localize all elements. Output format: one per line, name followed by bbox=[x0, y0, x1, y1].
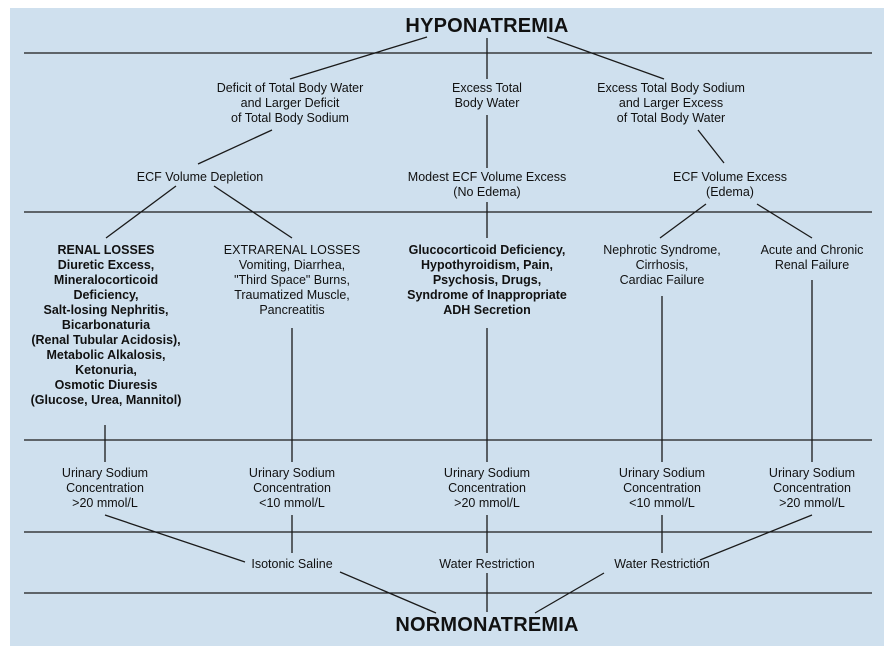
node-deficit-water-sodium: Deficit of Total Body Water and Larger D… bbox=[216, 81, 364, 125]
connector-restriction-right-to-normo bbox=[534, 572, 605, 614]
connector-depletion-to-renal bbox=[105, 185, 177, 239]
connector-edema-to-nephrotic bbox=[659, 203, 707, 239]
node-urinary-sodium-5: Urinary Sodium Concentration >20 mmol/L bbox=[768, 466, 856, 510]
connector-u5-to-restriction bbox=[699, 514, 813, 561]
node-renal-failure: Acute and Chronic Renal Failure bbox=[760, 243, 864, 272]
node-urinary-sodium-4: Urinary Sodium Concentration <10 mmol/L bbox=[618, 466, 706, 510]
diagram-panel bbox=[10, 8, 884, 646]
connector-excess-sodium-to-edema bbox=[697, 129, 725, 164]
node-renal-losses: RENAL LOSSES Diuretic Excess, Mineraloco… bbox=[30, 243, 182, 407]
node-urinary-sodium-3: Urinary Sodium Concentration >20 mmol/L bbox=[443, 466, 531, 510]
node-excess-sodium-water: Excess Total Body Sodium and Larger Exce… bbox=[597, 81, 745, 125]
node-extrarenal-losses: EXTRARENAL LOSSES Vomiting, Diarrhea, "T… bbox=[223, 243, 361, 317]
connector-hypo-to-excess-sodium bbox=[546, 36, 665, 80]
node-urinary-sodium-1: Urinary Sodium Concentration >20 mmol/L bbox=[61, 466, 149, 510]
node-modest-ecf-excess: Modest ECF Volume Excess (No Edema) bbox=[407, 170, 567, 199]
node-isotonic-saline: Isotonic Saline bbox=[251, 557, 333, 571]
node-excess-total-body-water: Excess Total Body Water bbox=[452, 81, 522, 110]
node-urinary-sodium-2: Urinary Sodium Concentration <10 mmol/L bbox=[248, 466, 336, 510]
node-glucocorticoid-deficiency: Glucocorticoid Deficiency, Hypothyroidis… bbox=[407, 243, 567, 317]
node-water-restriction-right: Water Restriction bbox=[614, 557, 710, 571]
connector-hypo-to-deficit bbox=[289, 36, 428, 80]
normonatremia-title: NORMONATREMIA bbox=[395, 614, 579, 636]
connector-deficit-to-depletion bbox=[197, 129, 273, 165]
node-nephrotic-syndrome: Nephrotic Syndrome, Cirrhosis, Cardiac F… bbox=[603, 243, 721, 287]
connector-depletion-to-extrarenal bbox=[213, 185, 293, 239]
connector-saline-to-normo bbox=[339, 571, 437, 614]
node-water-restriction-mid: Water Restriction bbox=[439, 557, 535, 571]
node-ecf-volume-depletion: ECF Volume Depletion bbox=[136, 170, 264, 184]
connector-u1-to-saline bbox=[104, 514, 246, 563]
hyponatremia-title: HYPONATREMIA bbox=[405, 15, 569, 37]
node-ecf-volume-excess-edema: ECF Volume Excess (Edema) bbox=[673, 170, 787, 199]
connector-edema-to-renal-failure bbox=[756, 203, 813, 239]
